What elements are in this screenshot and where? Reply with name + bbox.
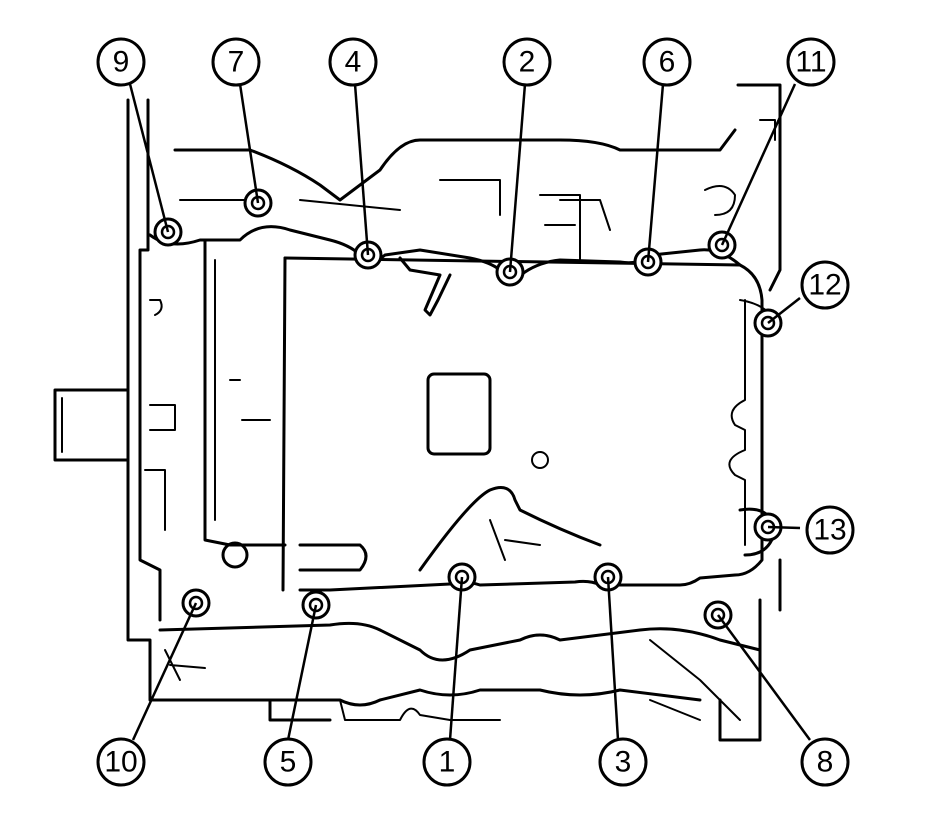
oil-pan-illustration <box>53 83 782 742</box>
callout-3: 3 <box>598 737 648 787</box>
callout-1: 1 <box>422 737 472 787</box>
leader-6 <box>646 83 665 263</box>
callout-11-label: 11 <box>795 46 826 79</box>
callout-9-label: 9 <box>113 46 130 79</box>
leader-13 <box>767 525 801 530</box>
callout-13: 13 <box>805 505 855 555</box>
callout-4: 4 <box>328 37 378 87</box>
callout-10-label: 10 <box>104 746 137 779</box>
callout-10: 10 <box>96 737 146 787</box>
leader-5 <box>286 604 318 741</box>
callout-12: 12 <box>800 260 850 310</box>
leader-7 <box>238 83 260 204</box>
callout-7: 7 <box>211 37 261 87</box>
leader-4 <box>353 83 370 256</box>
callout-6: 6 <box>642 37 692 87</box>
callout-5: 5 <box>263 737 313 787</box>
callout-2: 2 <box>502 37 552 87</box>
callouts: 9 7 4 2 6 11 12 13 10 5 1 3 8 <box>96 37 855 787</box>
leader-1 <box>448 576 464 741</box>
callout-5-label: 5 <box>280 746 297 779</box>
callout-4-label: 4 <box>345 46 362 79</box>
callout-7-label: 7 <box>228 46 245 79</box>
callout-8: 8 <box>800 737 850 787</box>
bolt-heads <box>153 188 783 630</box>
callout-12-label: 12 <box>808 269 841 302</box>
leader-9 <box>128 83 170 233</box>
callout-2-label: 2 <box>519 46 536 79</box>
callout-1-label: 1 <box>439 746 456 779</box>
callout-13-label: 13 <box>813 514 846 547</box>
leader-10 <box>131 602 198 741</box>
leader-lines <box>128 83 812 741</box>
callout-8-label: 8 <box>817 746 834 779</box>
leader-11 <box>720 83 797 246</box>
callout-11: 11 <box>786 37 836 87</box>
callout-9: 9 <box>96 37 146 87</box>
callout-6-label: 6 <box>659 46 676 79</box>
leader-12 <box>767 297 801 324</box>
callout-3-label: 3 <box>615 746 632 779</box>
leader-8 <box>716 614 812 741</box>
leader-2 <box>508 83 527 273</box>
leader-3 <box>606 576 620 741</box>
